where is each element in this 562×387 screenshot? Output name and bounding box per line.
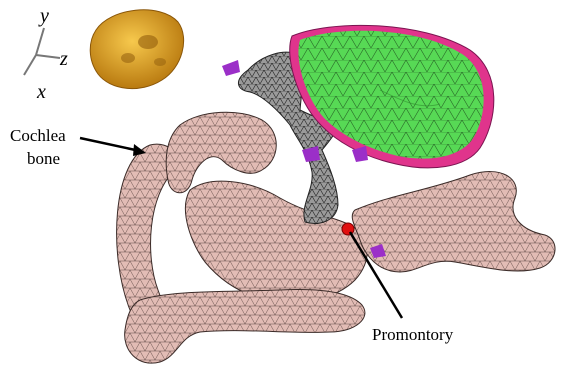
cochlea-pointer-line (80, 138, 140, 151)
promontory-label: Promontory (372, 325, 454, 344)
promontory-marker (342, 223, 354, 235)
cochlea-label-line1: Cochlea (10, 126, 66, 145)
x-axis-label: x (36, 81, 46, 103)
ligament-top (222, 60, 240, 76)
cochlea-bone-model (117, 112, 555, 363)
cochlea-bone-annotation: Cochlea bone (10, 126, 146, 168)
z-axis-label: z (59, 48, 68, 70)
skull-thumbnail (90, 10, 183, 89)
y-axis-arrow (36, 28, 44, 55)
y-axis-label: y (38, 5, 49, 27)
x-axis-arrow (24, 55, 36, 75)
coordinate-axes: y z x (24, 5, 68, 103)
cochlea-label-line2: bone (27, 149, 60, 168)
z-axis-arrow (36, 55, 60, 58)
